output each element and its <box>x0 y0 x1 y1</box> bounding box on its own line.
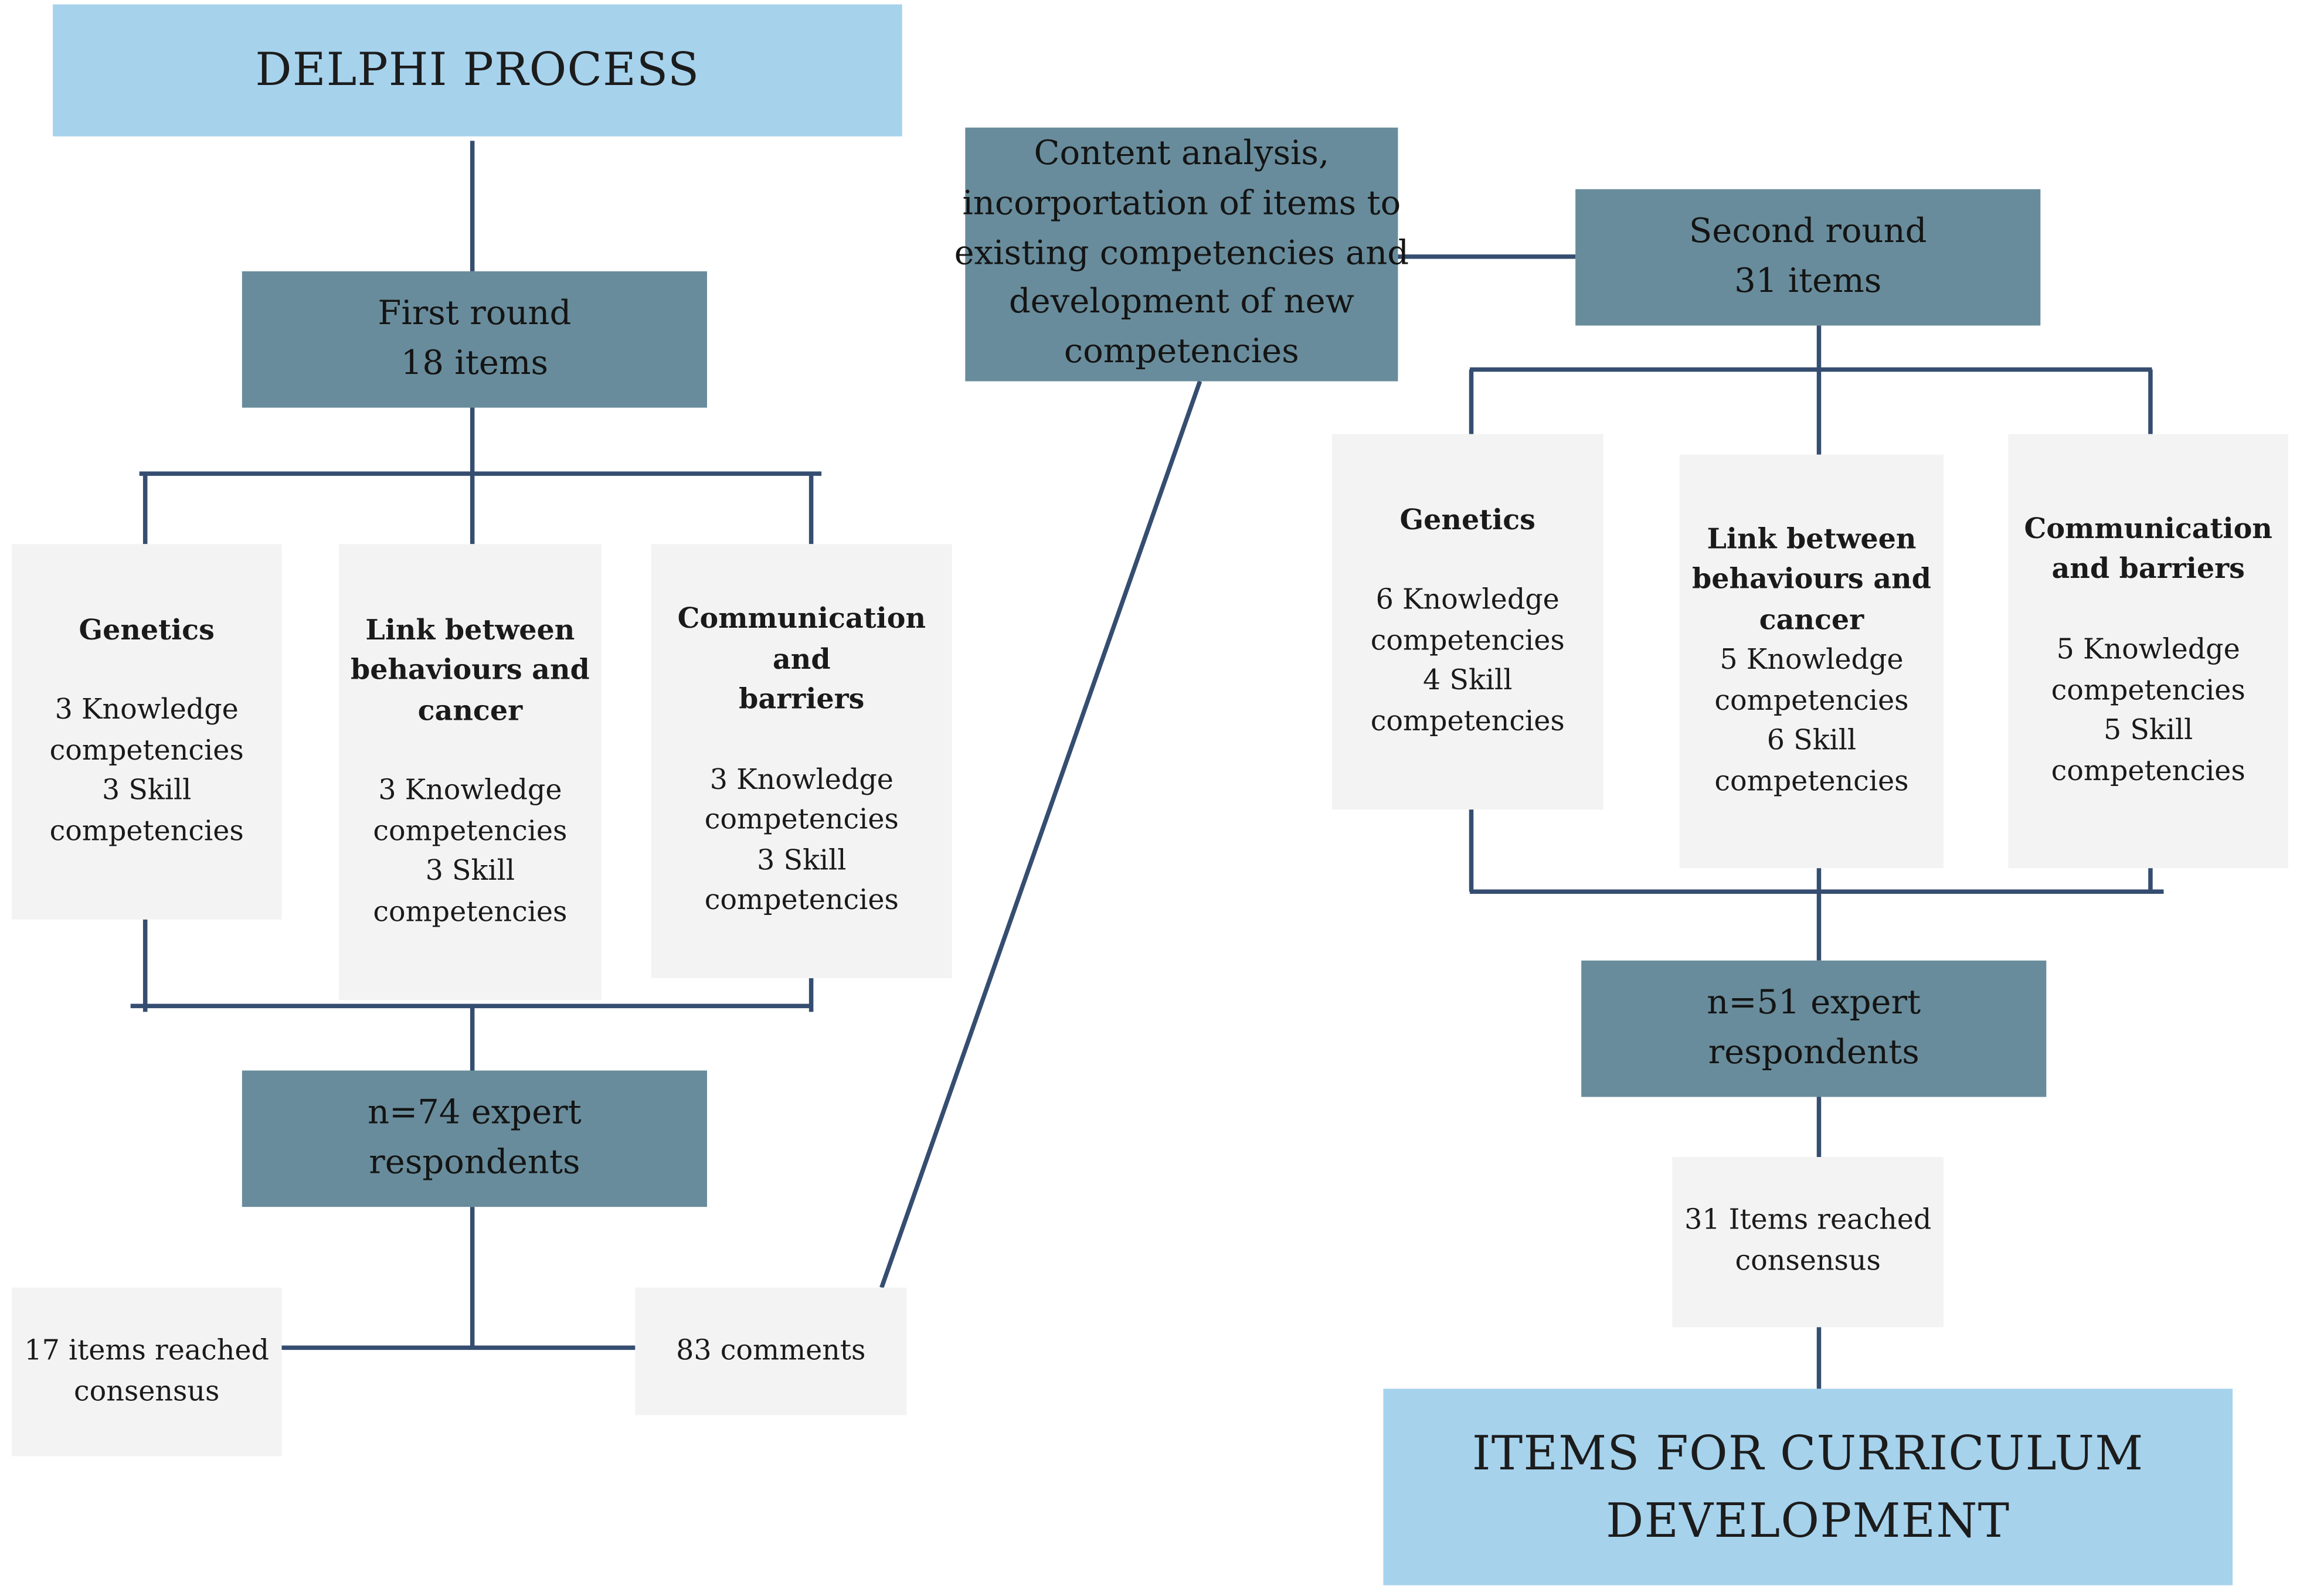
first-respondents-box: n=74 expert respondents <box>242 1070 707 1207</box>
group-title: behaviours and <box>350 654 590 687</box>
first-comments-box: 83 comments <box>635 1287 907 1415</box>
group-skill-count: 3 Skill <box>757 844 847 877</box>
group-knowledge-count: 3 Knowledge <box>378 774 562 807</box>
respondents-count: n=74 expert <box>367 1094 582 1132</box>
comments-count: 83 comments <box>676 1334 866 1367</box>
group-title: Genetics <box>1399 503 1535 536</box>
second-link-behaviours-box: Link between behaviours and cancer 5 Kno… <box>1679 454 1944 869</box>
respondents-label: respondents <box>369 1143 580 1182</box>
respondents-count: n=51 expert <box>1707 984 1921 1023</box>
group-title: cancer <box>417 695 523 727</box>
first-consensus-box: 17 items reached consensus <box>12 1287 282 1457</box>
group-knowledge-label: competencies <box>704 804 899 836</box>
first-round-title: First round <box>378 295 572 334</box>
group-title: behaviours and <box>1692 563 1931 596</box>
first-round-items: 18 items <box>400 343 549 382</box>
group-knowledge-count: 5 Knowledge <box>1720 644 1904 676</box>
respondents-label: respondents <box>1708 1033 1920 1071</box>
delphi-process-title: DELPHI PROCESS <box>255 44 700 97</box>
group-title: Link between <box>365 614 575 646</box>
content-analysis-line: Content analysis, <box>1034 135 1330 173</box>
group-knowledge-label: competencies <box>1714 684 1909 717</box>
content-analysis-line: existing competencies and <box>954 234 1409 273</box>
group-skill-count: 3 Skill <box>425 855 515 888</box>
final-output-line: DEVELOPMENT <box>1606 1493 2010 1549</box>
group-skill-label: competencies <box>704 884 899 917</box>
first-genetics-box: Genetics 3 Knowledge competencies 3 Skil… <box>12 544 282 920</box>
group-title: Genetics <box>79 614 215 646</box>
group-skill-count: 6 Skill <box>1766 724 1857 757</box>
second-communication-box: Communication and barriers 5 Knowledge c… <box>2008 434 2289 869</box>
curriculum-output-box: ITEMS FOR CURRICULUM DEVELOPMENT <box>1383 1389 2233 1585</box>
group-title: barriers <box>739 683 865 716</box>
first-link-behaviours-box: Link between behaviours and cancer 3 Kno… <box>338 544 602 1001</box>
group-knowledge-count: 5 Knowledge <box>2056 633 2240 666</box>
group-title: Link between <box>1707 523 1917 556</box>
content-analysis-line: competencies <box>1064 333 1299 372</box>
group-skill-label: competencies <box>373 896 568 928</box>
consensus-line: 17 items reached <box>24 1334 269 1367</box>
second-consensus-box: 31 Items reached consensus <box>1672 1157 1944 1328</box>
group-title: Communication <box>2024 513 2272 546</box>
consensus-line: 31 Items reached <box>1684 1204 1932 1237</box>
content-analysis-line: development of new <box>1008 283 1354 322</box>
group-knowledge-label: competencies <box>1370 624 1565 657</box>
group-skill-label: competencies <box>1714 765 1909 798</box>
group-skill-label: competencies <box>2051 754 2245 787</box>
group-skill-count: 4 Skill <box>1423 665 1513 697</box>
group-knowledge-count: 3 Knowledge <box>55 693 239 726</box>
group-knowledge-label: competencies <box>373 815 568 848</box>
group-knowledge-count: 6 Knowledge <box>1375 584 1560 617</box>
group-title: Communication and <box>677 603 926 676</box>
group-skill-label: competencies <box>49 815 244 848</box>
second-round-title: Second round <box>1689 213 1927 251</box>
final-output-line: ITEMS FOR CURRICULUM <box>1472 1424 2144 1481</box>
second-respondents-box: n=51 expert respondents <box>1581 960 2047 1097</box>
group-skill-count: 5 Skill <box>2103 714 2193 747</box>
consensus-line: consensus <box>1735 1245 1881 1278</box>
delphi-process-header: DELPHI PROCESS <box>53 4 902 137</box>
second-round-items: 31 items <box>1734 261 1882 300</box>
first-communication-box: Communication and barriers 3 Knowledge c… <box>651 544 952 978</box>
group-title: and barriers <box>2051 553 2245 586</box>
first-round-box: First round 18 items <box>242 271 707 408</box>
group-knowledge-label: competencies <box>2051 673 2245 706</box>
content-analysis-box: Content analysis, incorportation of item… <box>954 127 1409 382</box>
group-skill-label: competencies <box>1370 705 1565 738</box>
content-analysis-line: incorportation of items to <box>962 184 1401 223</box>
consensus-line: consensus <box>73 1374 220 1407</box>
second-genetics-box: Genetics 6 Knowledge competencies 4 Skil… <box>1331 434 1603 810</box>
group-knowledge-label: competencies <box>49 734 244 767</box>
group-title: cancer <box>1759 604 1864 637</box>
second-round-box: Second round 31 items <box>1575 189 2041 326</box>
group-knowledge-count: 3 Knowledge <box>709 763 893 796</box>
group-skill-count: 3 Skill <box>102 774 192 807</box>
